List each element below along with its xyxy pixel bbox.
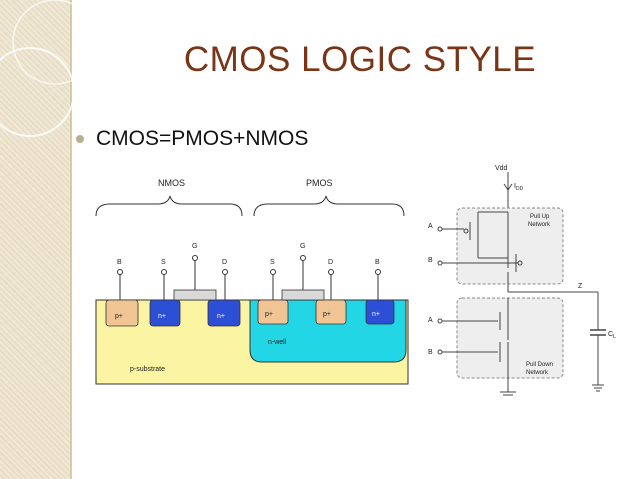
pull-down-network xyxy=(456,297,564,379)
bullet-item: CMOS=PMOS+NMOS xyxy=(76,127,308,151)
svg-text:S: S xyxy=(270,259,275,266)
nmos-brace xyxy=(95,195,243,217)
svg-text:B: B xyxy=(375,259,380,266)
well-label: n-well xyxy=(268,339,287,346)
pmos-region-s-label: p+ xyxy=(265,311,273,318)
svg-text:D: D xyxy=(222,259,227,266)
nmos-region-d-label: n+ xyxy=(217,313,225,320)
svg-text:D: D xyxy=(328,259,333,266)
bullet-text: CMOS=PMOS+NMOS xyxy=(96,127,309,150)
output-z: Z xyxy=(578,283,583,290)
decorative-sidebar xyxy=(0,0,70,479)
arc-large xyxy=(0,47,75,137)
vdd-label: Vdd xyxy=(495,165,508,172)
pmos-region-b xyxy=(365,299,395,325)
nmos-region-s xyxy=(149,299,181,327)
idd-arrow-icon xyxy=(503,183,513,191)
nmos-region-s-label: n+ xyxy=(158,313,166,320)
pd-input-a: A xyxy=(428,317,433,324)
svg-text:G: G xyxy=(192,243,197,250)
pmos-region-b-label: n+ xyxy=(372,311,380,318)
svg-text:S: S xyxy=(161,259,166,266)
pu-input-a: A xyxy=(428,223,433,230)
pmos-region-d-label: p+ xyxy=(323,311,331,318)
pd-input-b: B xyxy=(428,349,433,356)
nmos-label: NMOS xyxy=(158,178,185,188)
nmos-region-d xyxy=(207,299,241,327)
nmos-region-b-label: p+ xyxy=(115,313,123,320)
pull-up-label-2: Network xyxy=(528,222,551,228)
svg-text:G: G xyxy=(300,243,305,250)
nmos-region-b xyxy=(105,299,139,327)
nmos-terminals: B S G D xyxy=(117,243,228,300)
pmos-brace xyxy=(253,195,405,217)
svg-text:B: B xyxy=(117,259,122,266)
pull-up-network xyxy=(456,207,564,285)
pmos-terminals: S G D B xyxy=(270,243,381,300)
pull-up-label-1: Pull Up xyxy=(530,214,550,220)
pmos-label: PMOS xyxy=(306,178,333,188)
arc-small xyxy=(12,0,98,85)
pu-input-b: B xyxy=(428,257,433,264)
pull-down-label-2: Network xyxy=(526,370,549,376)
bullet-dot xyxy=(76,135,84,143)
sidebar-border xyxy=(70,0,72,479)
cap-label: CL xyxy=(608,331,616,340)
slide-title: CMOS LOGIC STYLE xyxy=(183,40,537,79)
idd-label: IDD xyxy=(514,183,524,192)
pull-down-label-1: Pull Down xyxy=(526,362,553,368)
substrate-label: p-substrate xyxy=(130,366,165,373)
